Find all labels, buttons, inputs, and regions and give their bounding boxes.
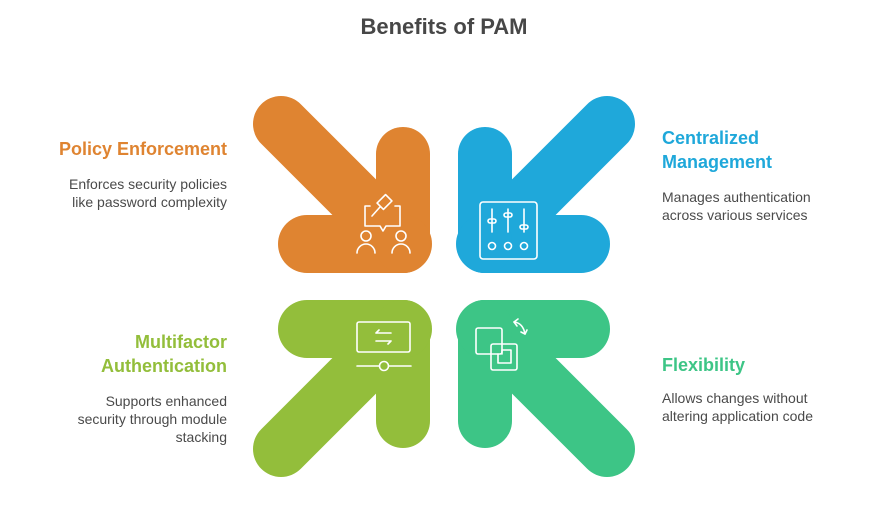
diagram-title: Benefits of PAM [360,14,528,39]
multifactor-authentication-heading-line1: Multifactor [135,332,227,352]
multifactor-description-line2: security through module [77,411,227,427]
multifactor-description-line3: stacking [175,429,227,445]
centralized-management-arrow [455,96,635,276]
flexibility-arrow [455,297,635,477]
policy-enforcement-arrow [253,96,433,276]
centralized-management-block: Centralized Management Manages authentic… [662,126,862,224]
gavel-meeting-icon [356,193,411,254]
policy-enforcement-heading: Policy Enforcement [58,139,227,159]
centralized-management-description: Manages authentication across various se… [662,189,811,223]
policy-enforcement-block: Policy Enforcement Enforces security pol… [7,137,227,211]
flexibility-description: Allows changes without altering applicat… [662,390,813,424]
switch-slider-icon [356,321,412,372]
swap-layers-icon [475,318,528,371]
policy-enforcement-description: Enforces security policies like password… [69,176,227,210]
multifactor-authentication-arrow [253,297,433,477]
sliders-panel-icon [479,201,538,260]
multifactor-authentication-block: Multifactor Authentication Supports enha… [7,330,227,446]
centralized-management-heading-line1: Centralized [662,128,760,148]
multifactor-description-line1: Supports enhanced [105,393,227,409]
flexibility-block: Flexibility Allows changes without alter… [662,353,862,425]
flexibility-heading: Flexibility [662,355,746,375]
centralized-management-heading-line2: Management [662,152,773,172]
multifactor-authentication-heading-line2: Authentication [101,356,227,376]
multifactor-authentication-description: Supports enhanced security through modul… [7,392,227,446]
